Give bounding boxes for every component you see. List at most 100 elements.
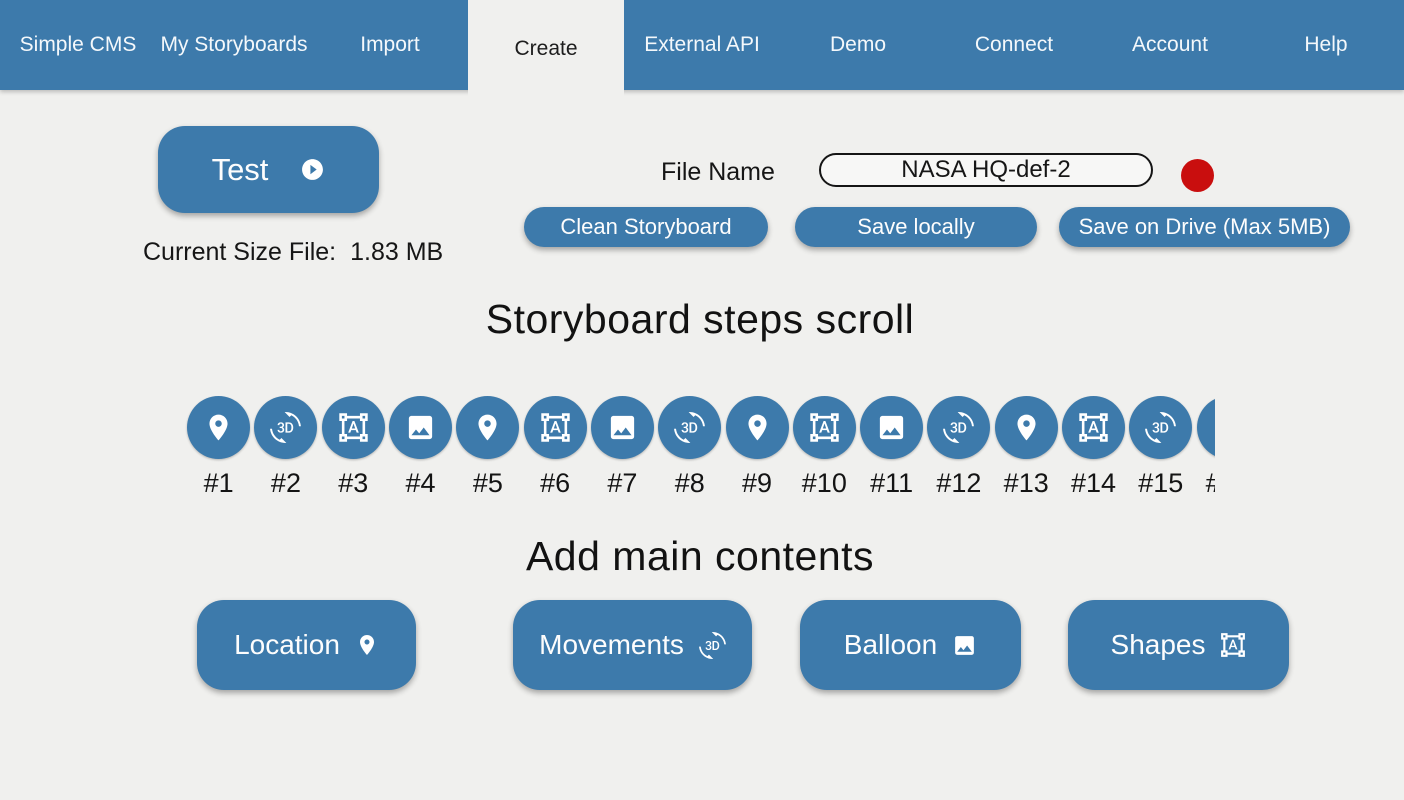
step-item[interactable]: #3 (320, 396, 387, 528)
nav-item-external-api[interactable]: External API (644, 33, 760, 56)
add-movements-button[interactable]: Movements (513, 600, 752, 690)
create-page: Test Current Size File: 1.83 MB File Nam… (0, 90, 1404, 800)
step-item[interactable]: #6 (521, 396, 588, 528)
step-item[interactable]: #11 (858, 396, 925, 528)
step-circle[interactable] (927, 396, 991, 459)
step-label: #9 (742, 468, 773, 498)
step-circle[interactable] (523, 396, 587, 459)
save-locally-button[interactable]: Save locally (795, 207, 1037, 247)
step-label: #1 (203, 468, 234, 498)
shapes-icon (338, 412, 369, 443)
storyboard-steps-scroll[interactable]: #1 #2 #3 #4 #5 #6 #7 #8 (185, 396, 1215, 528)
top-nav: Simple CMS My Storyboards Import Create … (0, 0, 1404, 97)
step-item[interactable]: #5 (454, 396, 521, 528)
file-name-label: File Name (661, 158, 775, 186)
step-item[interactable]: #8 (656, 396, 723, 528)
location-icon (742, 412, 773, 443)
step-circle[interactable] (1196, 396, 1215, 459)
step-item[interactable]: #9 (723, 396, 790, 528)
image-icon (952, 633, 977, 658)
step-label: #16 (1206, 468, 1215, 499)
nav-item-account[interactable]: Account (1132, 33, 1208, 56)
step-circle[interactable] (254, 396, 318, 459)
step-circle[interactable] (725, 396, 789, 459)
shapes-icon (540, 412, 571, 443)
unsaved-status-dot (1181, 159, 1214, 192)
step-label: #5 (472, 468, 503, 498)
add-main-contents-title: Add main contents (525, 533, 875, 579)
rotation-3d-icon (1145, 412, 1176, 443)
storyboard-steps-title: Storyboard steps scroll (485, 296, 915, 342)
tab-create[interactable]: Create (468, 0, 624, 97)
add-movements-label: Movements (539, 629, 684, 660)
step-item[interactable]: #7 (589, 396, 656, 528)
step-circle[interactable] (792, 396, 856, 459)
step-circle[interactable] (456, 396, 520, 459)
location-icon (203, 412, 234, 443)
step-item[interactable]: #1 (185, 396, 252, 528)
step-label: #15 (1138, 468, 1184, 498)
save-on-drive-button[interactable]: Save on Drive (Max 5MB) (1059, 207, 1350, 247)
shapes-icon (1078, 412, 1109, 443)
clean-storyboard-button[interactable]: Clean Storyboard (524, 207, 768, 247)
rotation-3d-icon (943, 412, 974, 443)
step-label: #2 (270, 468, 301, 498)
nav-item-simple-cms[interactable]: Simple CMS (19, 33, 137, 56)
step-circle[interactable] (860, 396, 924, 459)
step-label: #11 (870, 468, 914, 498)
location-icon (472, 412, 503, 443)
nav-item-demo[interactable]: Demo (829, 33, 887, 56)
shapes-icon (809, 412, 840, 443)
nav-item-help[interactable]: Help (1304, 33, 1348, 56)
current-size-line: Current Size File: 1.83 MB (143, 238, 443, 267)
add-location-label: Location (234, 629, 340, 660)
shapes-icon (1220, 632, 1246, 658)
file-name-input[interactable] (819, 153, 1153, 187)
add-balloon-button[interactable]: Balloon (800, 600, 1021, 690)
step-item[interactable]: #10 (791, 396, 858, 528)
nav-item-my-storyboards[interactable]: My Storyboards (160, 33, 308, 56)
step-circle[interactable] (658, 396, 722, 459)
nav-item-connect[interactable]: Connect (974, 33, 1054, 56)
step-label: #14 (1070, 468, 1117, 498)
image-icon (405, 412, 436, 443)
step-circle[interactable] (1129, 396, 1193, 459)
play-circle-icon (300, 157, 325, 182)
step-item[interactable]: #16 (1194, 396, 1215, 528)
step-item[interactable]: #2 (252, 396, 319, 528)
step-item[interactable]: #12 (925, 396, 992, 528)
location-icon (1011, 412, 1042, 443)
step-circle[interactable] (1062, 396, 1125, 459)
add-shapes-button[interactable]: Shapes (1068, 600, 1289, 690)
step-circle[interactable] (994, 396, 1058, 459)
step-item[interactable]: #15 (1127, 396, 1194, 528)
step-label: #13 (1003, 468, 1049, 498)
rotation-3d-icon (674, 412, 705, 443)
step-circle[interactable] (590, 396, 654, 459)
step-label: #3 (338, 468, 369, 498)
step-circle[interactable] (187, 396, 251, 459)
step-item[interactable]: #13 (993, 396, 1060, 528)
location-icon (355, 633, 379, 657)
step-item[interactable]: #4 (387, 396, 454, 528)
add-balloon-label: Balloon (843, 629, 938, 660)
step-circle[interactable] (321, 396, 385, 459)
rotation-3d-icon (699, 632, 726, 659)
step-label: #4 (405, 468, 436, 498)
image-icon (607, 412, 638, 443)
current-size-value: 1.83 MB (350, 238, 444, 266)
image-icon (1213, 412, 1215, 443)
image-icon (876, 412, 907, 443)
step-label: #6 (540, 468, 571, 498)
step-label: #7 (607, 468, 638, 498)
current-size-label: Current Size File: (143, 238, 337, 266)
test-button[interactable]: Test (158, 126, 379, 213)
step-label: #10 (801, 468, 847, 498)
step-circle[interactable] (389, 396, 453, 459)
rotation-3d-icon (270, 412, 301, 443)
nav-item-import[interactable]: Import (360, 33, 420, 56)
step-label: #8 (674, 468, 705, 498)
add-location-button[interactable]: Location (197, 600, 416, 690)
test-button-label: Test (211, 151, 269, 187)
step-item[interactable]: #14 (1060, 396, 1127, 528)
